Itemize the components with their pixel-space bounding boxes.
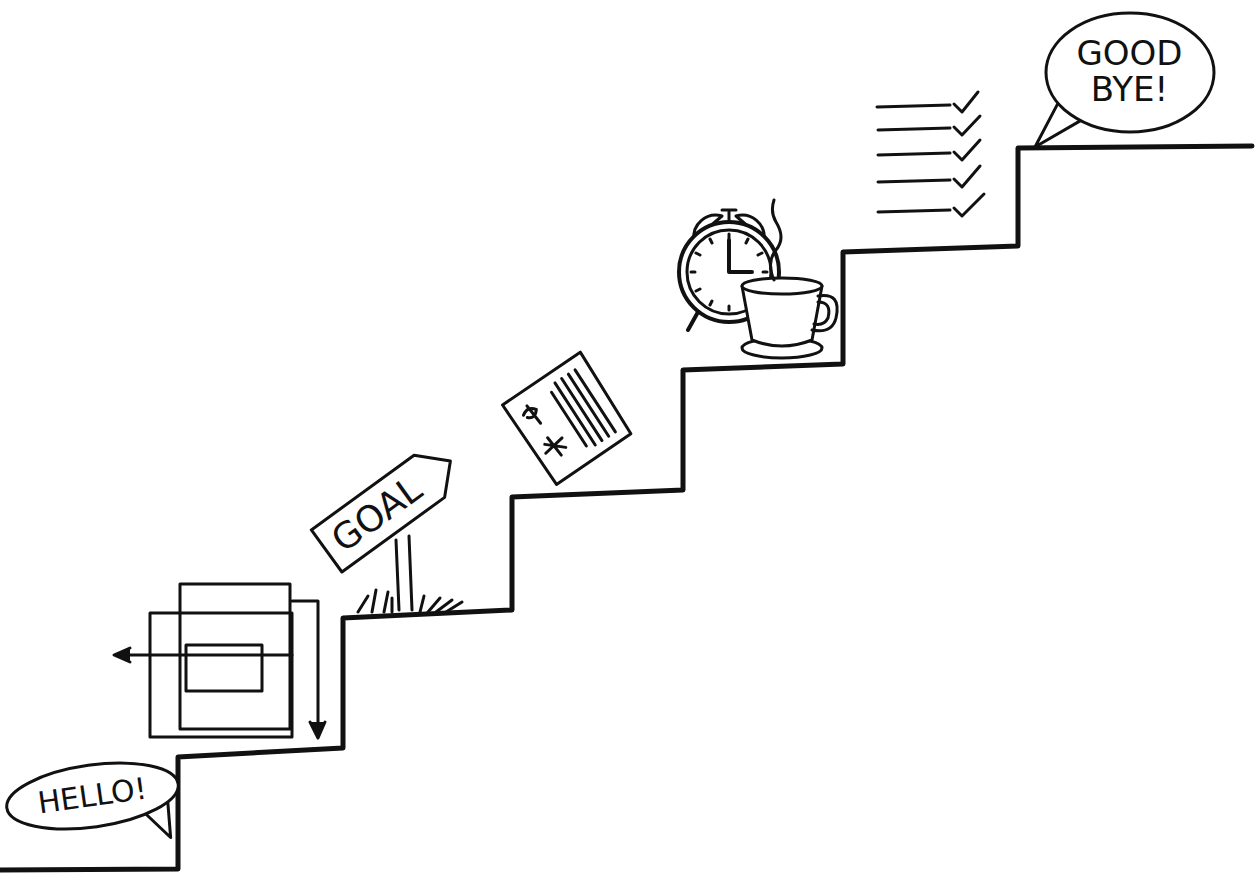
checklist-icon	[877, 92, 984, 216]
goal-signpost: GOAL	[308, 437, 468, 575]
bubble-fill	[7, 758, 178, 834]
document-icon	[501, 352, 633, 485]
nested-squares-icon	[114, 584, 325, 738]
bubble-fill	[1050, 17, 1210, 128]
speech-bubble: GOOD BYE!	[1043, 10, 1217, 135]
sign-outline	[311, 440, 465, 572]
bubble-outline	[2, 753, 182, 838]
speech-bubble: HELLO!	[0, 750, 185, 842]
staircase-line	[0, 146, 1252, 870]
bubble-outline	[1046, 13, 1214, 132]
node-text: GOOD BYE!	[1077, 36, 1183, 107]
tea-cup-icon	[742, 200, 837, 358]
text-group: GOOD BYE!	[1077, 36, 1183, 107]
